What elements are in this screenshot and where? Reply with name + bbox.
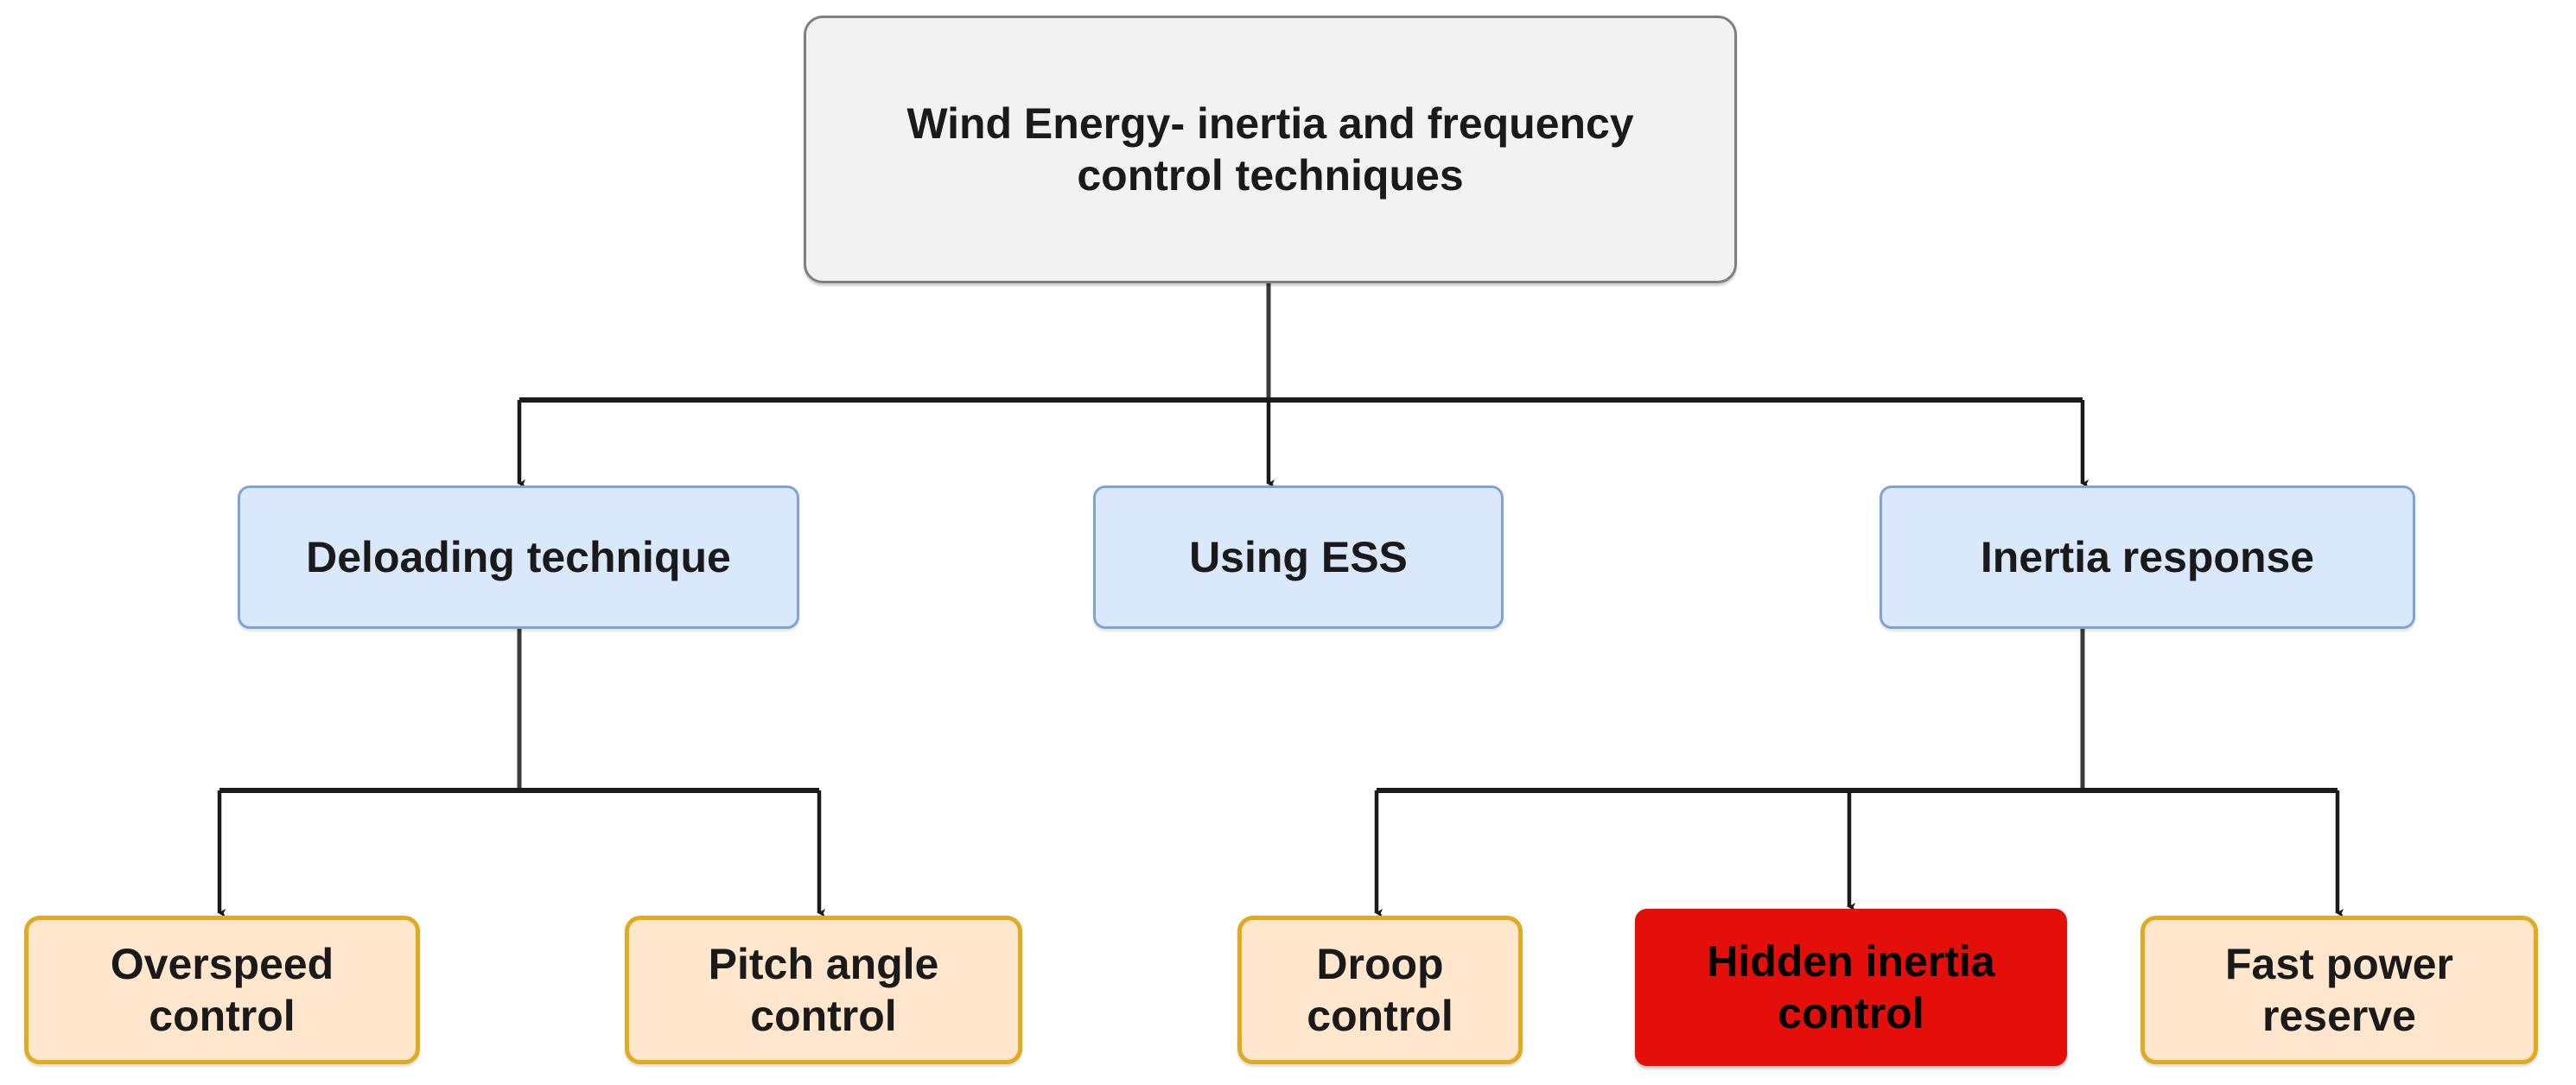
node-using-ess-label: Using ESS [1189, 533, 1408, 581]
node-fast-power-reserve[interactable]: Fast power reserve [2140, 916, 2538, 1064]
node-deloading-technique[interactable]: Deloading technique [238, 485, 799, 629]
node-root[interactable]: Wind Energy- inertia and frequency contr… [804, 16, 1737, 283]
node-inertia-response-label: Inertia response [1980, 533, 2315, 581]
node-hidden-inertia-control[interactable]: Hidden inertia control [1635, 909, 2067, 1066]
node-overspeed-control-label: Overspeed control [110, 940, 334, 1040]
node-pitch-angle-control-label: Pitch angle control [708, 940, 939, 1040]
node-fast-power-reserve-label: Fast power reserve [2225, 940, 2453, 1040]
node-inertia-response[interactable]: Inertia response [1880, 485, 2415, 629]
node-root-label: Wind Energy- inertia and frequency contr… [906, 99, 1634, 200]
node-droop-control-label: Droop control [1307, 940, 1453, 1040]
node-overspeed-control[interactable]: Overspeed control [24, 916, 420, 1064]
node-deloading-technique-label: Deloading technique [306, 533, 731, 581]
node-using-ess[interactable]: Using ESS [1093, 485, 1504, 629]
node-pitch-angle-control[interactable]: Pitch angle control [625, 916, 1022, 1064]
node-hidden-inertia-control-label: Hidden inertia control [1707, 937, 1995, 1037]
node-droop-control[interactable]: Droop control [1237, 916, 1523, 1064]
